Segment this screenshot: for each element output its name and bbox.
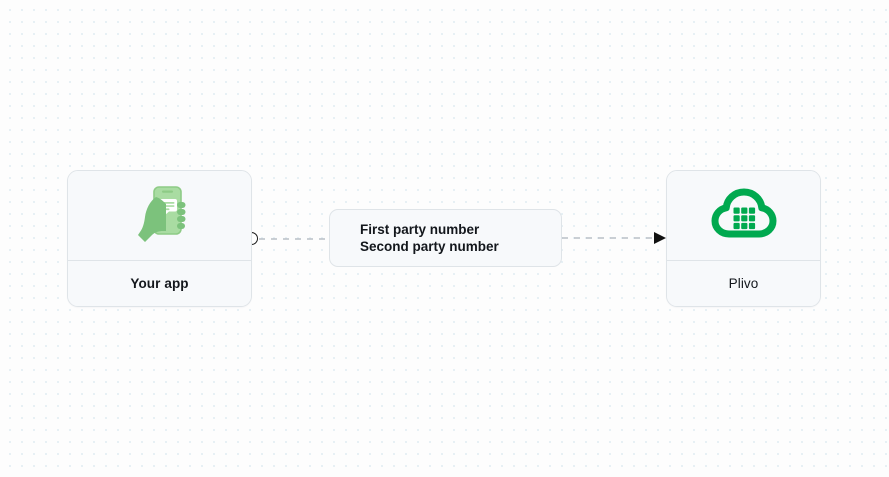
node-your-app[interactable]: Your app	[67, 170, 252, 307]
plivo-cloud-keypad-icon	[711, 188, 777, 244]
node-plivo-label: Plivo	[728, 276, 759, 291]
node-your-app-icon-area	[68, 171, 251, 261]
edge-arrowhead-icon	[654, 232, 666, 244]
edge-label-box[interactable]: First party number Second party number	[329, 209, 562, 267]
node-plivo-icon-area	[667, 171, 820, 261]
hand-holding-phone-sms-icon	[132, 185, 188, 247]
edge-label-line-1: First party number	[360, 221, 480, 237]
node-plivo[interactable]: Plivo	[666, 170, 821, 307]
node-your-app-label: Your app	[130, 276, 189, 291]
edge-label-line-2: Second party number	[360, 239, 499, 254]
node-your-app-label-area: Your app	[68, 261, 251, 306]
node-plivo-label-area: Plivo	[667, 261, 820, 306]
